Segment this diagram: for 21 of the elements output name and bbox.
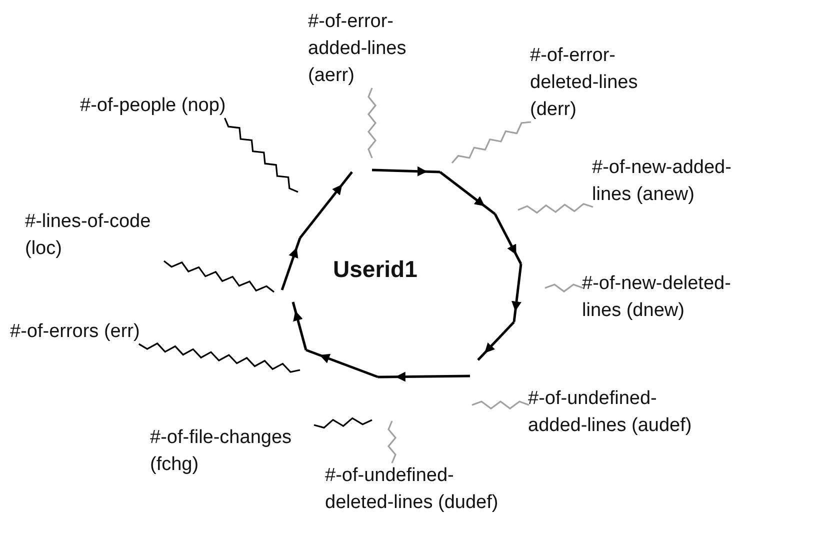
leader-line [164, 260, 274, 293]
leader-line [518, 203, 594, 214]
attribute-label: #-of-new-deleted-lines (dnew) [582, 270, 750, 324]
attribute-label: #-of-error-deleted-lines (derr) [530, 42, 655, 123]
user-id-label: Userid1 [333, 256, 418, 283]
leader-line [387, 420, 397, 464]
attribute-label: #-of-undefined-deleted-lines (dudef) [325, 462, 520, 516]
attribute-label: #-of-file-changes (fchg) [150, 424, 315, 478]
attribute-label: #-of-undefined-added-lines (audef) [528, 385, 708, 439]
attribute-label: #-of-people (nop) [80, 92, 226, 119]
leader-line [367, 88, 377, 158]
leader-line [138, 342, 300, 373]
leader-line [451, 121, 532, 164]
attribute-label: #-of-errors (err) [10, 318, 140, 345]
leader-line [544, 284, 584, 292]
attribute-label: #-of-new-added-lines (anew) [592, 154, 742, 208]
leader-line [224, 118, 298, 193]
leader-line [472, 400, 530, 410]
leader-line [314, 417, 372, 429]
attribute-label: #-of-error-added-lines (aerr) [308, 8, 430, 89]
attribute-label: #-lines-of-code (loc) [25, 208, 165, 262]
